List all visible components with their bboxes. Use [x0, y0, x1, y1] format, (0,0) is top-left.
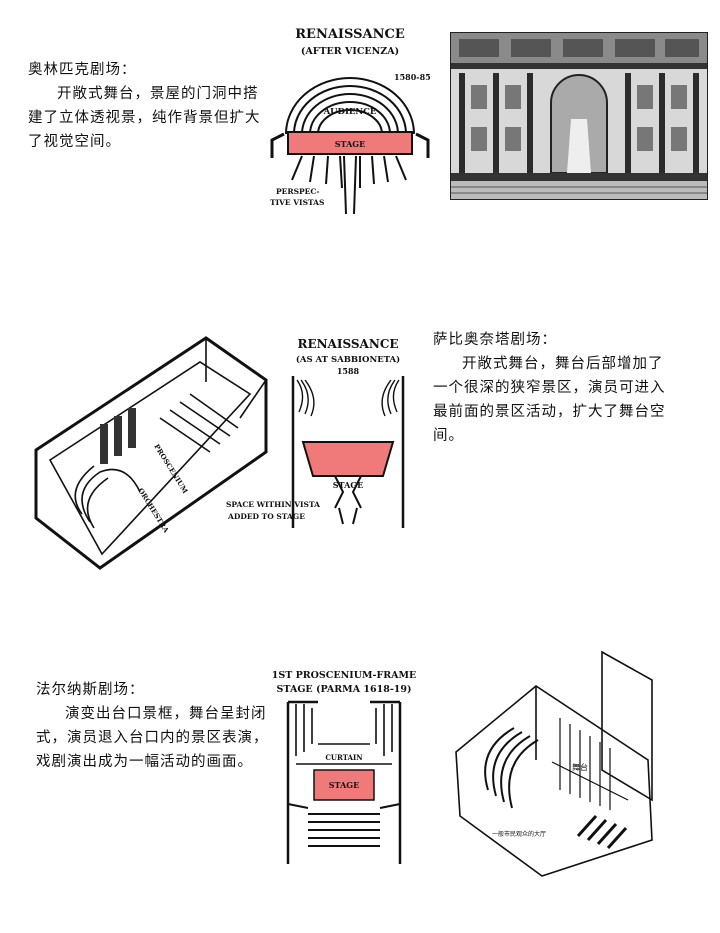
- farnese-diagram-title-2: STAGE (PARMA 1618-19): [277, 684, 412, 695]
- olympic-stage-photo: [450, 32, 708, 200]
- olympic-stage-area: [287, 131, 413, 155]
- olympic-auditorium-arcs: [285, 77, 415, 135]
- olympic-stage-label: STAGE: [335, 139, 365, 149]
- sabbioneta-title: 萨比奥奈塔剧场：: [433, 332, 557, 348]
- sabbioneta-plan-diagram: RENAISSANCE (AS AT SABBIONETA) 1588 STAG…: [283, 332, 413, 532]
- olympic-walls: [270, 132, 430, 158]
- farnese-description: 演变出台口景框，舞台呈封闭式，演员退入台口内的景区表演，戏剧演出成为一幅活动的画…: [36, 706, 269, 770]
- olympic-diagram-subtitle: (AFTER VICENZA): [301, 46, 399, 57]
- sabbioneta-note-line-2: ADDED TO STAGE: [227, 512, 305, 521]
- olympic-description: 开敞式舞台，景屋的门洞中搭建了立体透视景，纯作背景但扩大了视觉空间。: [28, 86, 261, 150]
- sabbioneta-note-line-1: SPACE WITHIN VISTA: [226, 500, 320, 509]
- sabbioneta-note: SPACE WITHIN VISTA ADDED TO STAGE: [226, 497, 336, 525]
- section-sabbioneta-text: 萨比奥奈塔剧场： 开敞式舞台，舞台后部增加了一个很深的狭窄景区，演员可进入最前面…: [433, 328, 671, 448]
- farnese-title: 法尔纳斯剧场：: [36, 682, 145, 698]
- farnese-stage-area: [313, 769, 375, 801]
- sabbioneta-diagram-year: 1588: [337, 366, 360, 376]
- farnese-isometric-diagram: 舞台 一般市民观众的大厅: [452, 640, 692, 882]
- olympic-diagram-year: 1580-85: [394, 72, 431, 82]
- farnese-diagram-title-1: 1ST PROSCENIUM-FRAME: [272, 670, 416, 681]
- sabbioneta-isometric-diagram: ORCHESTRA PROSCENIUM: [30, 322, 276, 580]
- sabbioneta-stage-area: [301, 441, 395, 477]
- olympic-plan-diagram: RENAISSANCE (AFTER VICENZA) 1580-85 AUDI…: [262, 22, 438, 217]
- olympic-audience-label: AUDIENCE: [323, 107, 377, 117]
- farnese-plan-diagram: 1ST PROSCENIUM-FRAME STAGE (PARMA 1618-1…: [272, 664, 416, 876]
- olympic-vistas-label-1: PERSPEC-: [276, 187, 319, 196]
- farnese-curtain-label: CURTAIN: [325, 753, 363, 762]
- farnese-hall-cn-label: 一般市民观众的大厅: [492, 830, 546, 838]
- olympic-diagram-title: RENAISSANCE: [295, 27, 405, 42]
- farnese-stage-label: STAGE: [329, 780, 359, 790]
- sabbioneta-stage-label: STAGE: [333, 480, 363, 490]
- section-farnese-text: 法尔纳斯剧场： 演变出台口景框，舞台呈封闭式，演员退入台口内的景区表演，戏剧演出…: [36, 678, 272, 774]
- section-olympic-text: 奥林匹克剧场： 开敞式舞台，景屋的门洞中搭建了立体透视景，纯作背景但扩大了视觉空…: [28, 58, 264, 154]
- sabbioneta-diagram-title: RENAISSANCE: [297, 337, 398, 351]
- olympic-vistas-label-2: TIVE VISTAS: [270, 198, 324, 207]
- olympic-perspective-vistas: [291, 155, 407, 215]
- sabbioneta-proscenium-label: PROSCENIUM: [152, 442, 190, 495]
- farnese-stage-cn-label: 舞台: [572, 762, 588, 772]
- olympic-title: 奥林匹克剧场：: [28, 62, 137, 78]
- sabbioneta-diagram-subtitle: (AS AT SABBIONETA): [296, 354, 400, 365]
- sabbioneta-description: 开敞式舞台，舞台后部增加了一个很深的狭窄景区，演员可进入最前面的景区活动，扩大了…: [433, 356, 666, 444]
